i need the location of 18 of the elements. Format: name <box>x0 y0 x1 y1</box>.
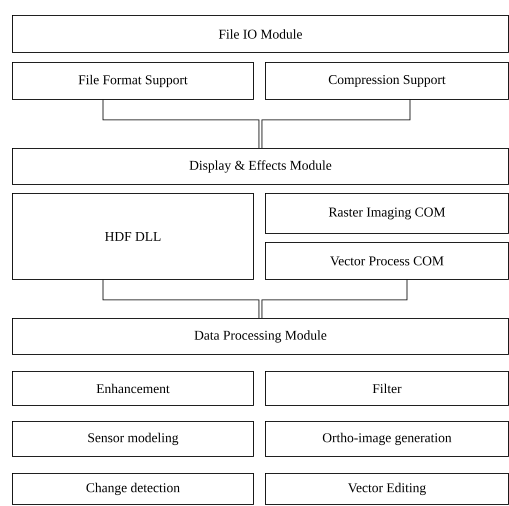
module-box: HDF DLL <box>12 193 254 280</box>
connector-line <box>102 280 260 318</box>
module-box: Data Processing Module <box>12 318 509 355</box>
module-box: Sensor modeling <box>12 421 254 457</box>
module-box: File Format Support <box>12 62 254 100</box>
module-box: File IO Module <box>12 15 509 53</box>
connector-line <box>262 280 408 318</box>
module-box: Vector Editing <box>265 473 509 505</box>
connector-line <box>262 100 410 148</box>
module-box: Display & Effects Module <box>12 148 509 185</box>
module-box: Change detection <box>12 473 254 505</box>
module-box: Raster Imaging COM <box>265 193 509 234</box>
module-box: Vector Process COM <box>265 242 509 280</box>
connector-line <box>102 100 260 148</box>
module-box: Ortho-image generation <box>265 421 509 457</box>
module-box: Enhancement <box>12 371 254 406</box>
module-box: Compression Support <box>265 62 509 100</box>
module-box: Filter <box>265 371 509 406</box>
